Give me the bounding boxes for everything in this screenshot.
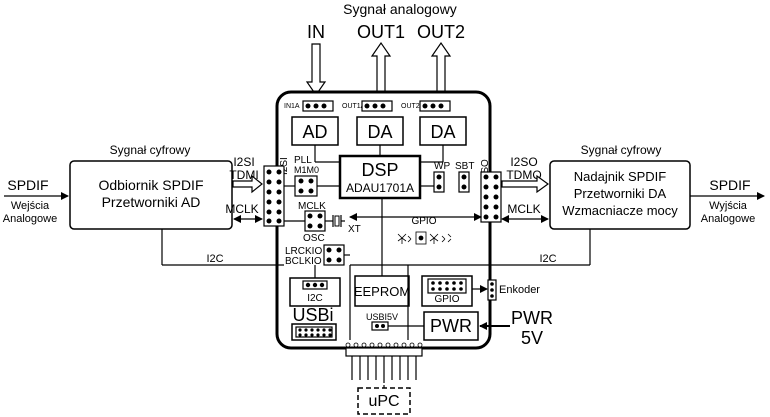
i2si-header bbox=[263, 165, 285, 227]
left-digital-title: Sygnał cyfrowy bbox=[110, 143, 191, 157]
lrckio-label: LRCKIO bbox=[285, 246, 322, 257]
receiver-block bbox=[69, 160, 233, 230]
out1-label: OUT1 bbox=[357, 22, 405, 42]
out1a-label: OUT1A bbox=[342, 103, 366, 110]
transmitter-line3: Wzmacniacze mocy bbox=[562, 203, 678, 218]
upc-label: uPC bbox=[368, 393, 399, 410]
bclkio-label: BCLKIO bbox=[285, 256, 322, 267]
gpio-led-icons bbox=[397, 231, 452, 245]
usbi5v-label: USBI5V bbox=[366, 312, 398, 322]
i2so-arrow bbox=[501, 174, 550, 194]
left-mclk-label: MCLK bbox=[225, 202, 258, 216]
receiver-line2: Przetworniki AD bbox=[102, 194, 201, 210]
transmitter-line2: Przetworniki DA bbox=[574, 186, 667, 201]
out1-arrow bbox=[370, 41, 392, 98]
ad-label: AD bbox=[302, 122, 327, 142]
i2so-vertical-label: I2SO bbox=[480, 159, 491, 182]
right-spdif-label: SPDIF bbox=[709, 177, 750, 193]
left-tdmi-label: TDMI bbox=[229, 168, 258, 182]
i2si-arrow bbox=[232, 174, 263, 194]
sbt-jumper bbox=[458, 171, 470, 193]
da1-block bbox=[356, 116, 404, 146]
receiver-line1: Odbiornik SPDIF bbox=[98, 177, 203, 193]
da2-label: DA bbox=[430, 122, 455, 142]
i2c-header-label: I2C bbox=[307, 293, 323, 304]
mclk-board-label: MCLK bbox=[298, 201, 326, 212]
osc-label: OSC bbox=[303, 233, 325, 244]
in1a-label: IN1A bbox=[284, 103, 300, 110]
left-analog-in-line1: Wejścia bbox=[11, 200, 50, 212]
usbi5v-jumper bbox=[371, 321, 389, 331]
dsp-block bbox=[338, 154, 422, 200]
upc-block bbox=[357, 387, 411, 415]
out2-arrow bbox=[430, 41, 452, 98]
left-analog-in-line2: Analogowe bbox=[3, 213, 57, 225]
pwr-block bbox=[423, 311, 479, 341]
transmitter-block bbox=[549, 160, 691, 230]
out2-label: OUT2 bbox=[417, 22, 465, 42]
right-i2so-label: I2SO bbox=[510, 155, 537, 169]
pwr-block-label: PWR bbox=[430, 316, 472, 336]
wp-jumper bbox=[433, 171, 445, 193]
wp-label: WP bbox=[434, 161, 450, 172]
mclk-jumper bbox=[304, 210, 326, 232]
enkoder-label: Enkoder bbox=[499, 284, 540, 296]
pwr-input-label: PWR bbox=[511, 308, 553, 328]
upc-pins bbox=[345, 342, 423, 348]
transmitter-line1: Nadajnik SPDIF bbox=[574, 169, 667, 184]
dsp-label: DSP bbox=[361, 160, 398, 180]
left-i2si-label: I2SI bbox=[233, 155, 254, 169]
m1m0-jumper bbox=[294, 175, 318, 197]
in-arrow bbox=[305, 43, 327, 97]
right-i2c-label: I2C bbox=[539, 253, 556, 265]
pll-label: PLL bbox=[294, 155, 312, 166]
right-analog-out-line2: Analogowe bbox=[701, 213, 755, 225]
right-digital-title: Sygnał cyfrowy bbox=[581, 143, 662, 157]
sbt-label: SBT bbox=[455, 161, 474, 172]
right-mclk-label: MCLK bbox=[507, 202, 540, 216]
left-i2c-label: I2C bbox=[206, 253, 223, 265]
analog-signal-title: Sygnał analogowy bbox=[343, 1, 457, 17]
right-analog-out-line1: Wyjścia bbox=[709, 200, 748, 212]
out2a-label: OUT2A bbox=[401, 103, 425, 110]
pwr-5v-label: 5V bbox=[521, 328, 543, 348]
gpio-header bbox=[427, 278, 467, 294]
m1m0-label: M1M0 bbox=[294, 165, 319, 175]
da1-label: DA bbox=[367, 122, 392, 142]
xt-label: XT bbox=[348, 224, 361, 235]
upc-pin-header bbox=[345, 347, 423, 357]
right-tdmo-label: TDMO bbox=[506, 168, 541, 182]
dsp-part-label: ADAU1701A bbox=[346, 181, 414, 195]
gpio-top-label: GPIO bbox=[411, 216, 436, 227]
usbi-label: USBi bbox=[292, 305, 333, 325]
lrck-bclk-jumper bbox=[323, 244, 345, 266]
in-label: IN bbox=[307, 22, 325, 42]
eeprom-label: EEPROM bbox=[354, 284, 410, 299]
gpio-header-label: GPIO bbox=[434, 294, 459, 305]
left-spdif-label: SPDIF bbox=[7, 177, 48, 193]
